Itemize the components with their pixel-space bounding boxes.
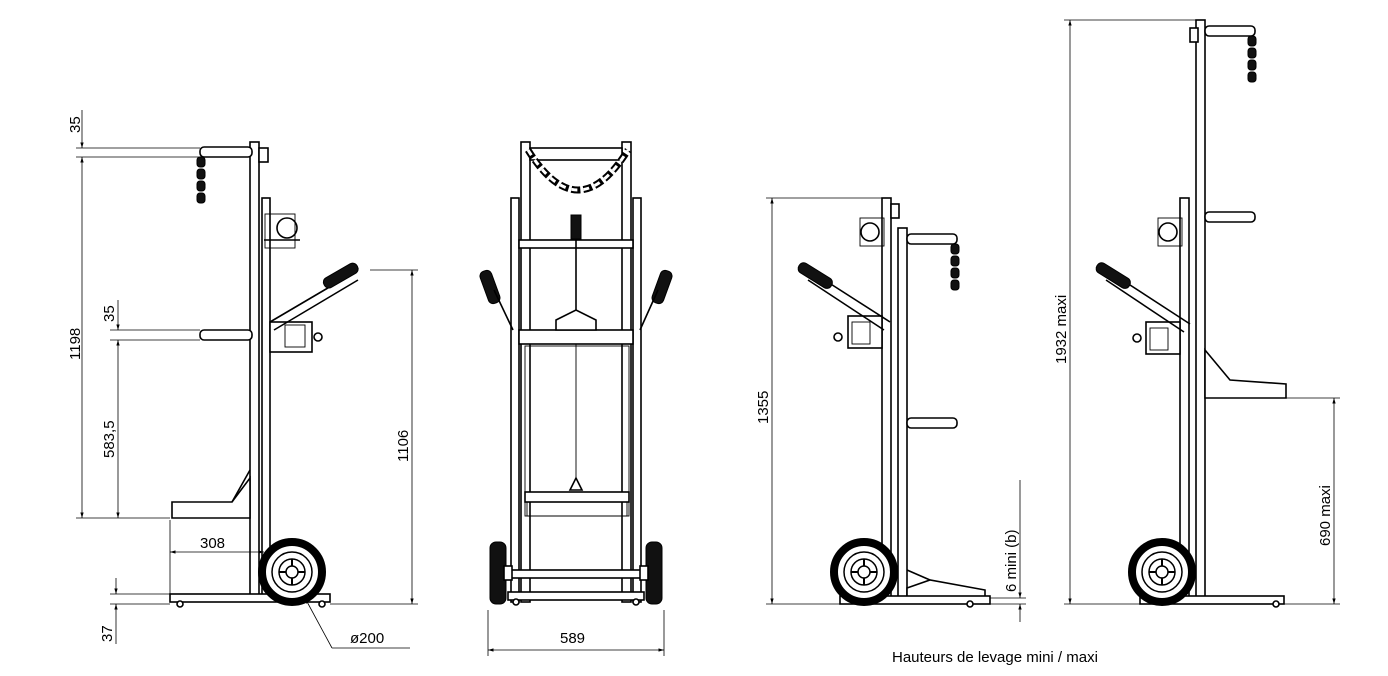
dimension-lines-max [1064,19,1340,605]
dim-side-total-height: 1198 [67,328,84,360]
side-view-min [797,197,991,608]
dim-max-lift: 690 maxi [1317,485,1334,546]
dim-mid-bar-offset: 35 [101,305,118,322]
dim-max-height: 1932 maxi [1053,295,1070,364]
dim-min-lift: 6 mini (b) [1003,529,1020,592]
caption: Hauteurs de levage mini / maxi [892,649,1098,666]
dim-min-height: 1355 [755,391,772,424]
dim-top-bar-offset: 35 [67,116,84,133]
side-view-left [169,141,359,608]
dim-wheel-diameter: ø200 [350,630,384,647]
dim-handle-height: 1106 [395,430,412,462]
dim-platform-to-bar: 583,5 [101,420,118,458]
dimension-lines-front [487,610,665,656]
dimension-lines-min [766,197,1026,622]
side-view-max [1095,19,1287,608]
dimension-lines-left [76,110,418,649]
dim-ground-clearance: 37 [99,625,116,642]
dim-platform-depth: 308 [200,535,225,552]
dim-total-width: 589 [560,630,585,647]
front-view [479,141,673,606]
